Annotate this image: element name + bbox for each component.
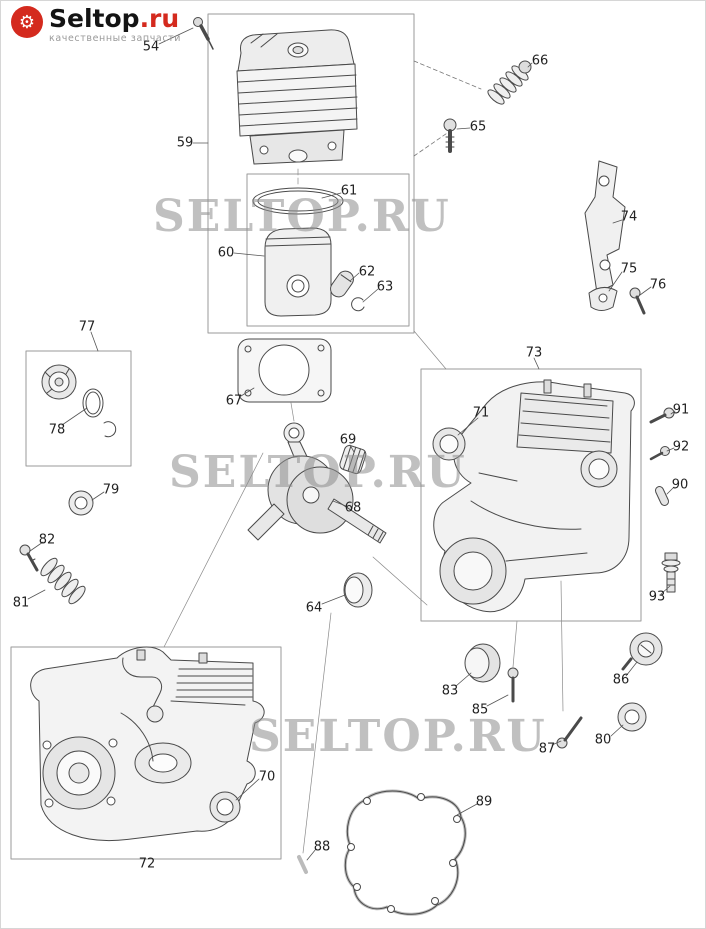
part-label-78: 78 — [48, 422, 66, 438]
part-illustration-54 — [193, 17, 214, 50]
part-illustration-66-spring — [487, 60, 532, 105]
group-box-60 — [246, 173, 410, 327]
part-illustration-81-worm — [40, 557, 86, 605]
part-label-71: 71 — [472, 405, 490, 421]
part-label-76: 76 — [649, 277, 667, 293]
part-illustration-79-bushing — [68, 490, 94, 516]
part-label-73: 73 — [525, 345, 543, 361]
part-illustration-93-bolt — [661, 552, 681, 593]
part-illustration-82-screw — [19, 544, 39, 572]
part-label-60: 60 — [217, 245, 235, 261]
part-label-86: 86 — [612, 672, 630, 688]
part-illustration-89-gasket — [343, 789, 467, 916]
part-label-92: 92 — [672, 439, 690, 455]
part-label-72: 72 — [138, 856, 156, 872]
part-illustration-92-screw — [649, 446, 670, 461]
part-label-83: 83 — [441, 683, 459, 699]
part-label-63: 63 — [376, 279, 394, 295]
part-illustration-87-screw — [556, 716, 583, 749]
part-label-79: 79 — [102, 482, 120, 498]
part-label-75: 75 — [620, 261, 638, 277]
part-label-65: 65 — [469, 119, 487, 135]
part-illustration-74-guide-plate — [584, 160, 626, 294]
group-box-59 — [207, 13, 415, 334]
part-label-62: 62 — [358, 264, 376, 280]
brand-tagline: качественные запчасти — [49, 33, 182, 44]
part-label-61: 61 — [340, 183, 358, 199]
part-illustration-69-bearing — [339, 444, 367, 474]
part-label-91: 91 — [672, 402, 690, 418]
part-label-89: 89 — [475, 794, 493, 810]
brand-name: Seltop.ru — [49, 4, 180, 33]
part-illustration-90-pin — [654, 486, 670, 506]
part-illustration-83-cap — [464, 643, 501, 683]
part-illustration-59-cylinder — [236, 29, 358, 165]
logo-badge: ⚙ — [11, 6, 43, 38]
part-label-74: 74 — [620, 209, 638, 225]
part-illustration-86-plug — [621, 632, 663, 671]
part-label-77: 77 — [78, 319, 96, 335]
part-label-90: 90 — [671, 477, 689, 493]
part-label-67: 67 — [225, 393, 243, 409]
part-label-87: 87 — [538, 741, 556, 757]
part-illustration-73-crankcase — [433, 379, 635, 613]
part-label-88: 88 — [313, 839, 331, 855]
gear-tools-icon: ⚙ — [18, 11, 36, 33]
part-label-82: 82 — [38, 532, 56, 548]
dashed-connectors — [413, 60, 482, 157]
part-illustration-67-gasket — [237, 338, 332, 403]
part-label-70: 70 — [258, 769, 276, 785]
part-label-66: 66 — [531, 53, 549, 69]
site-logo: ⚙ Seltop.ru качественные запчасти — [11, 6, 181, 44]
part-label-85: 85 — [471, 702, 489, 718]
part-label-93: 93 — [648, 589, 666, 605]
part-label-80: 80 — [594, 732, 612, 748]
leader-lines — [27, 27, 676, 861]
part-illustration-62-pin — [330, 270, 354, 298]
part-illustration-70-seal — [209, 791, 241, 823]
part-illustration-64-disc — [343, 572, 373, 608]
part-label-69: 69 — [339, 432, 357, 448]
part-illustration-61-ring — [252, 187, 344, 215]
part-illustration-91-screw — [649, 407, 675, 424]
group-box-77 — [25, 350, 132, 467]
construction-lines — [163, 168, 564, 854]
part-illustration-63-clip — [351, 297, 365, 312]
part-label-59: 59 — [176, 135, 194, 151]
part-illustration-72-crankcase — [30, 646, 265, 841]
part-illustration-85-screw — [507, 667, 519, 703]
part-illustration-88-pin — [297, 855, 308, 874]
group-box-73 — [420, 368, 642, 622]
part-illustration-60-piston — [264, 227, 332, 317]
part-illustration-75-plate — [588, 287, 618, 311]
part-illustration-80-seal — [617, 702, 647, 732]
part-label-64: 64 — [305, 600, 323, 616]
part-label-68: 68 — [344, 500, 362, 516]
part-illustration-78-oil-pump — [41, 364, 117, 438]
part-illustration-76-screw — [629, 287, 646, 315]
part-illustration-68-crankshaft — [247, 422, 387, 544]
part-illustration-71-bearing — [432, 427, 466, 461]
part-illustration-65-screw — [443, 118, 457, 153]
part-label-81: 81 — [12, 595, 30, 611]
part-label-54: 54 — [142, 39, 160, 55]
